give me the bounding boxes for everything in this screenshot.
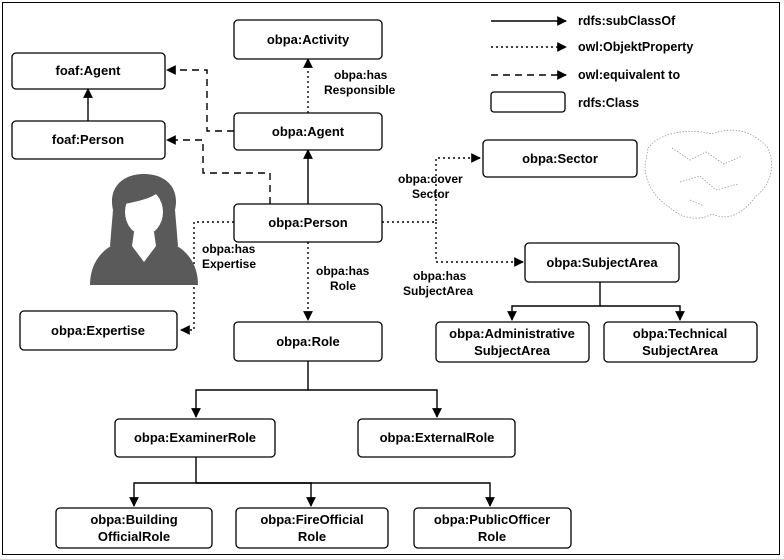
- label-has-role-1: obpa:has: [316, 264, 370, 278]
- label-has-subjectarea-1: obpa:has: [413, 269, 467, 283]
- edge-examiner-fire: [196, 482, 316, 507]
- node-sector-label: obpa:Sector: [522, 151, 598, 166]
- node-building-official-role: obpa:Building OfficialRole: [55, 507, 213, 549]
- node-expertise-label: obpa:Expertise: [51, 323, 145, 338]
- node-person: obpa:Person: [233, 203, 383, 243]
- legend-subclass-label: rdfs:subClassOf: [578, 14, 676, 28]
- edge-subjectarea-administrative: [507, 282, 601, 321]
- node-agent: obpa:Agent: [233, 112, 383, 151]
- node-administrative-subject-area: obpa:Administrative SubjectArea: [435, 321, 590, 363]
- node-person-label: obpa:Person: [268, 215, 348, 230]
- edge-person-subjectarea: [435, 222, 524, 267]
- node-agent-label: obpa:Agent: [272, 124, 345, 139]
- node-technical-subject-area: obpa:Technical SubjectArea: [603, 321, 758, 363]
- node-fire-label-1: obpa:FireOfficial: [260, 512, 363, 527]
- node-subject-area: obpa:SubjectArea: [524, 242, 680, 283]
- node-fire-official-role: obpa:FireOfficial Role: [235, 507, 389, 549]
- node-role: obpa:Role: [233, 321, 383, 362]
- edge-role-examiner: [191, 361, 309, 418]
- node-foaf-person-label: foaf:Person: [52, 132, 124, 147]
- node-public-officer-role: obpa:PublicOfficer Role: [413, 507, 572, 549]
- label-cover-sector-1: obpa:cover: [398, 172, 463, 186]
- edge-person-foafperson: [166, 135, 271, 204]
- node-building-label-1: obpa:Building: [90, 512, 177, 527]
- node-public-label-2: Role: [478, 529, 506, 544]
- region-map-icon: [644, 129, 772, 219]
- legend-equivalent-label: owl:equivalent to: [578, 68, 680, 82]
- node-technical-label-1: obpa:Technical: [633, 326, 727, 341]
- node-administrative-label-1: obpa:Administrative: [449, 326, 575, 341]
- label-has-expertise-1: obpa:has: [202, 242, 256, 256]
- legend-class-label: rdfs:Class: [578, 96, 639, 110]
- edge-labels: obpa:has Responsible obpa:cover Sector o…: [202, 68, 473, 298]
- node-administrative-label-2: SubjectArea: [474, 343, 551, 358]
- node-building-label-2: OfficialRole: [98, 529, 170, 544]
- person-avatar-icon: [90, 174, 198, 285]
- node-foaf-agent-label: foaf:Agent: [56, 63, 122, 78]
- label-cover-sector-2: Sector: [412, 187, 450, 201]
- node-subject-area-label: obpa:SubjectArea: [546, 255, 658, 270]
- node-expertise: obpa:Expertise: [19, 310, 178, 351]
- node-sector: obpa:Sector: [482, 139, 638, 178]
- node-foaf-agent: foaf:Agent: [11, 52, 166, 90]
- node-role-label: obpa:Role: [276, 334, 340, 349]
- edge-role-external: [308, 389, 442, 418]
- label-has-responsible-2: Responsible: [324, 83, 396, 97]
- edges: [83, 58, 685, 507]
- legend: rdfs:subClassOf owl:ObjektProperty owl:e…: [490, 14, 693, 113]
- edge-examiner-building: [129, 457, 197, 507]
- node-external-role-label: obpa:ExternalRole: [380, 430, 495, 445]
- label-has-subjectarea-2: SubjectArea: [403, 284, 473, 298]
- node-technical-label-2: SubjectArea: [642, 343, 719, 358]
- node-examiner-role: obpa:ExaminerRole: [114, 418, 276, 458]
- edge-examiner-public: [196, 482, 495, 507]
- edge-subjectarea-technical: [600, 305, 685, 321]
- edge-person-expertise: [180, 221, 234, 335]
- label-has-expertise-2: Expertise: [202, 257, 256, 271]
- legend-object-property-label: owl:ObjektProperty: [578, 40, 693, 54]
- node-public-label-1: obpa:PublicOfficer: [434, 512, 550, 527]
- node-fire-label-2: Role: [298, 529, 326, 544]
- node-activity-label: obpa:Activity: [267, 32, 350, 47]
- label-has-role-2: Role: [330, 279, 356, 293]
- label-has-responsible-1: obpa:has: [334, 68, 388, 82]
- legend-class-box: [490, 91, 566, 113]
- node-activity: obpa:Activity: [233, 19, 383, 60]
- node-examiner-role-label: obpa:ExaminerRole: [134, 430, 256, 445]
- node-external-role: obpa:ExternalRole: [357, 418, 516, 458]
- node-foaf-person: foaf:Person: [11, 120, 166, 160]
- edge-agent-foafagent: [166, 65, 234, 132]
- edge-person-sector: [382, 153, 481, 223]
